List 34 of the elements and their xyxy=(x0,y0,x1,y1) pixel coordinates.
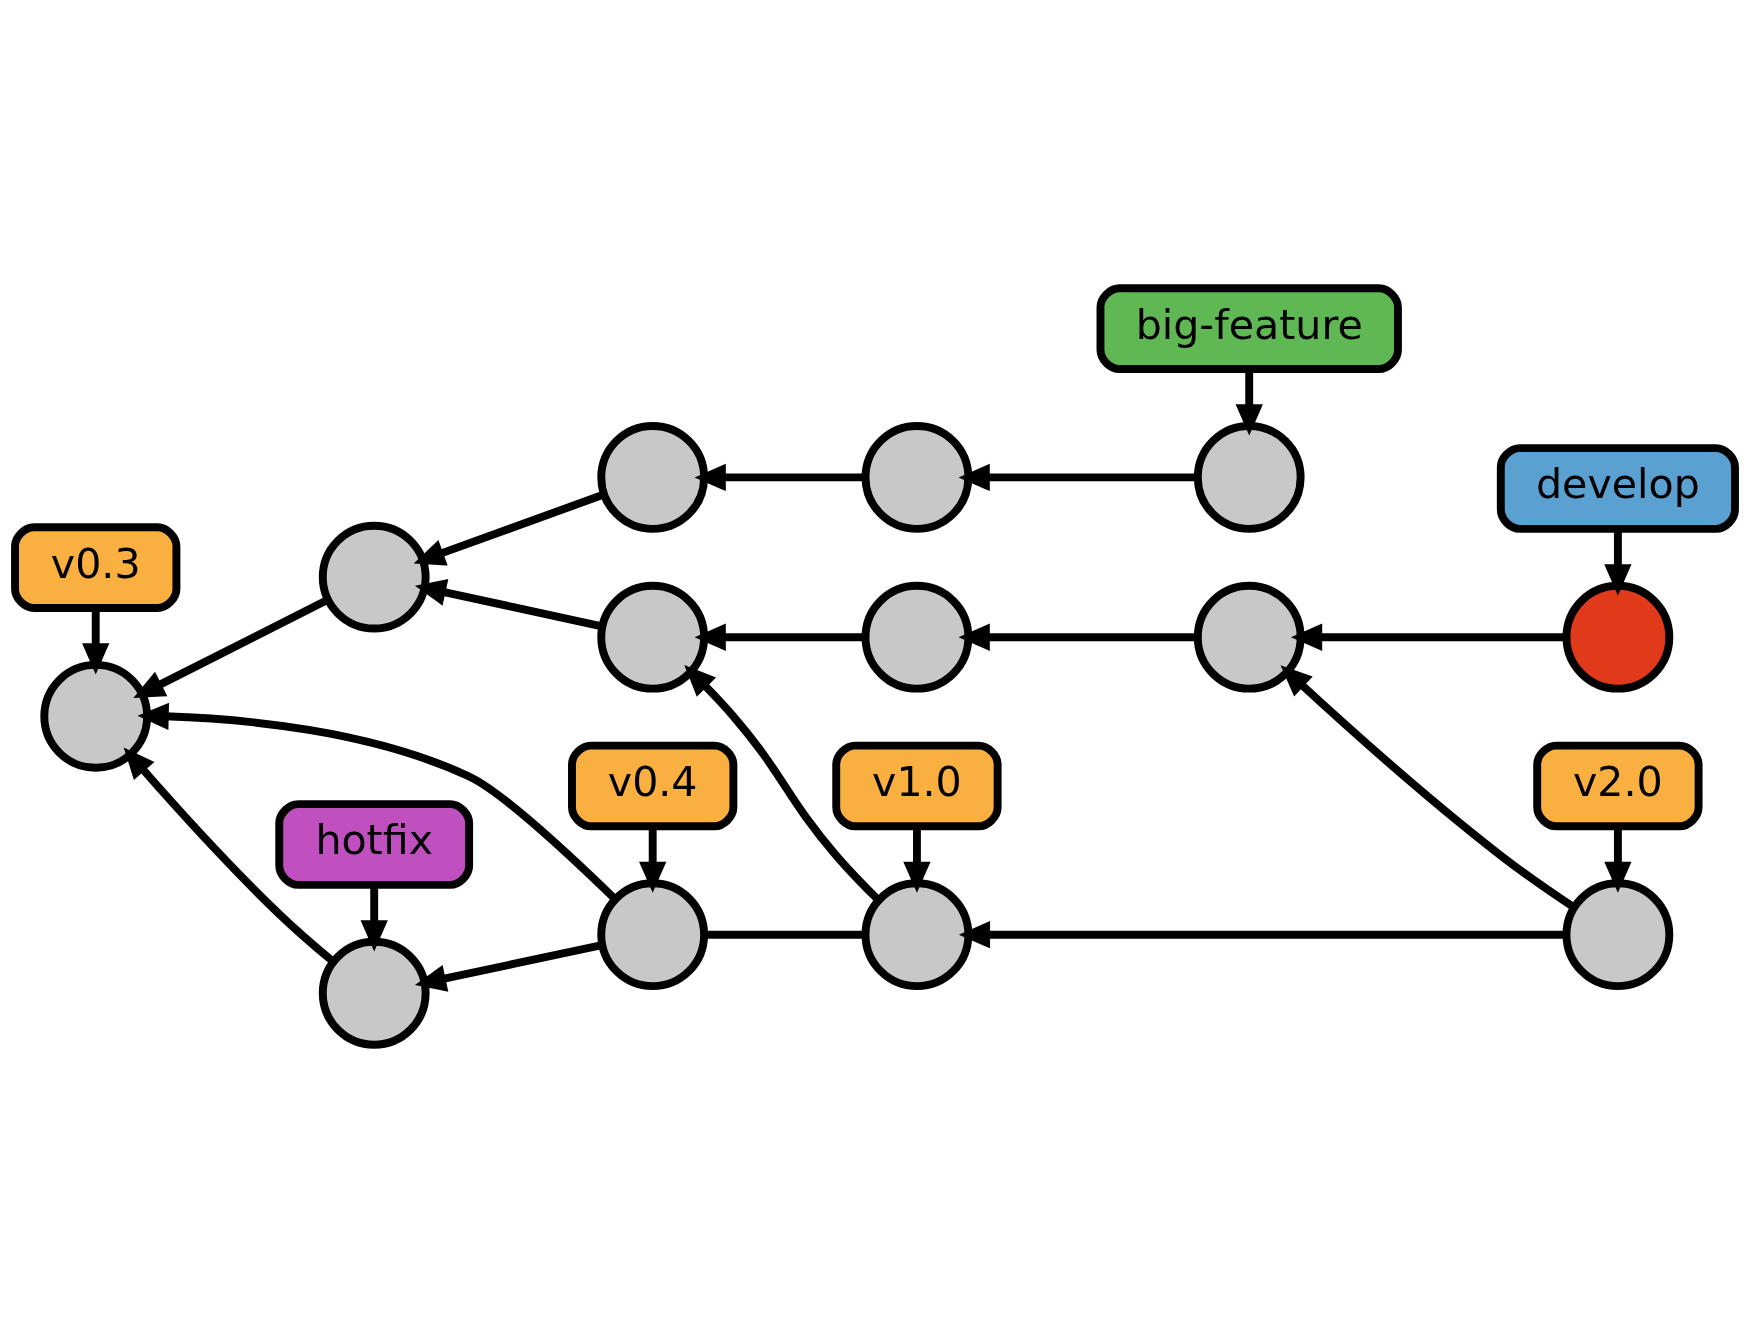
node-circle xyxy=(597,581,709,693)
node-circle xyxy=(597,422,709,533)
arrow xyxy=(1604,529,1632,596)
arrow xyxy=(1280,665,1576,911)
node-box: big-feature xyxy=(1096,284,1402,373)
node-circle xyxy=(861,422,973,533)
node-box: v0.4 xyxy=(568,741,738,831)
node-box: develop xyxy=(1496,444,1739,533)
node-circle xyxy=(861,879,973,991)
node-box: v2.0 xyxy=(1533,741,1703,831)
arrow xyxy=(958,623,1198,651)
arrow xyxy=(414,941,603,992)
arrow xyxy=(694,463,865,492)
node-circle xyxy=(1562,581,1674,693)
node-circle xyxy=(1193,581,1305,693)
arrow xyxy=(123,747,336,965)
arrow xyxy=(694,623,865,651)
node-box: v1.0 xyxy=(832,741,1002,831)
node-box: hotfix xyxy=(275,800,474,889)
node-circle xyxy=(318,521,430,633)
arrow xyxy=(684,665,882,903)
node-circle xyxy=(318,937,430,1049)
node-circle xyxy=(1562,879,1674,991)
node-circle xyxy=(40,660,152,772)
arrow xyxy=(137,702,618,902)
connector xyxy=(704,930,865,939)
node-circle xyxy=(861,581,973,693)
node-circle xyxy=(597,879,709,991)
arrow xyxy=(958,463,1198,492)
node-circle xyxy=(1193,422,1305,533)
arrow xyxy=(133,596,330,699)
arrow xyxy=(414,578,603,631)
arrow xyxy=(360,885,388,952)
node-box: v0.3 xyxy=(11,523,181,612)
